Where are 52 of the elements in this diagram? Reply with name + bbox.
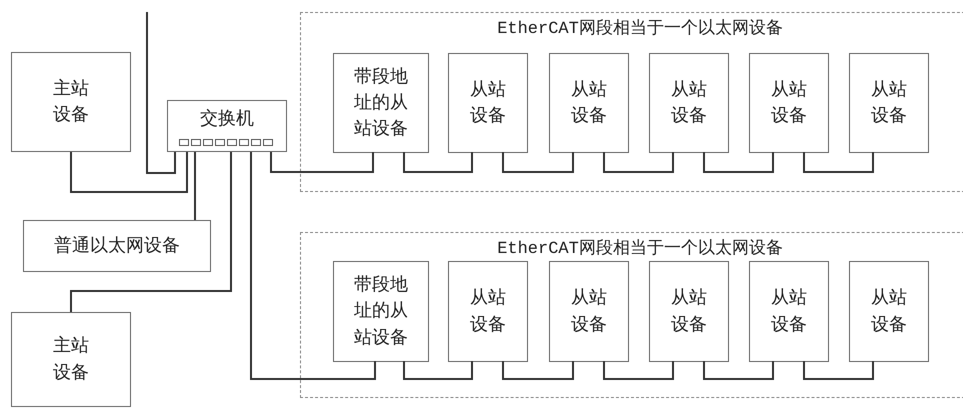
cable-line [250, 152, 376, 380]
cable-line [803, 152, 874, 173]
cable-line [603, 152, 674, 173]
segment-title: EtherCAT网段相当于一个以太网设备 [496, 238, 784, 259]
device-box [11, 312, 131, 407]
device-label: 从站设备 [770, 78, 808, 128]
device-box [849, 53, 929, 153]
device-label: 从站设备 [870, 286, 908, 336]
device-label: 从站设备 [670, 78, 708, 128]
segment-group [300, 12, 963, 192]
device-label: 主站设备 [52, 334, 90, 384]
device-label: 普通以太网设备 [54, 234, 180, 258]
cable-line [703, 152, 774, 173]
segment-group [300, 232, 963, 398]
device-label: 从站设备 [469, 78, 507, 128]
device-label: 从站设备 [469, 286, 507, 336]
cable-line [803, 361, 874, 380]
device-label: 从站设备 [770, 286, 808, 336]
device-box [333, 261, 429, 362]
device-box [549, 53, 629, 153]
device-box [749, 53, 829, 153]
cable-line [403, 361, 473, 380]
device-box [23, 220, 211, 272]
device-label: 交换机 [200, 106, 254, 131]
device-label: 从站设备 [570, 78, 608, 128]
device-box [649, 53, 729, 153]
cable-line [270, 152, 374, 173]
cable-line [603, 361, 674, 380]
device-label: 带段地址的从站设备 [352, 273, 409, 350]
device-box [333, 53, 429, 153]
device-box [549, 261, 629, 362]
cable-line [194, 152, 196, 220]
cable-line [703, 361, 774, 380]
device-box [448, 261, 528, 362]
cable-line [502, 152, 574, 173]
cable-line [403, 152, 473, 173]
device-box [448, 53, 528, 153]
cable-line [70, 152, 188, 193]
device-box [649, 261, 729, 362]
switch-box [167, 100, 287, 152]
device-label: 带段地址的从站设备 [352, 64, 409, 142]
device-box [11, 52, 131, 152]
device-label: 从站设备 [570, 286, 608, 336]
cable-line [70, 152, 232, 312]
device-label: 从站设备 [870, 78, 908, 128]
device-box [749, 261, 829, 362]
cable-line [502, 361, 574, 380]
device-box [849, 261, 929, 362]
device-label: 主站设备 [52, 76, 90, 127]
segment-title: EtherCAT网段相当于一个以太网设备 [496, 18, 784, 39]
device-label: 从站设备 [670, 286, 708, 336]
cable-line [146, 12, 176, 174]
